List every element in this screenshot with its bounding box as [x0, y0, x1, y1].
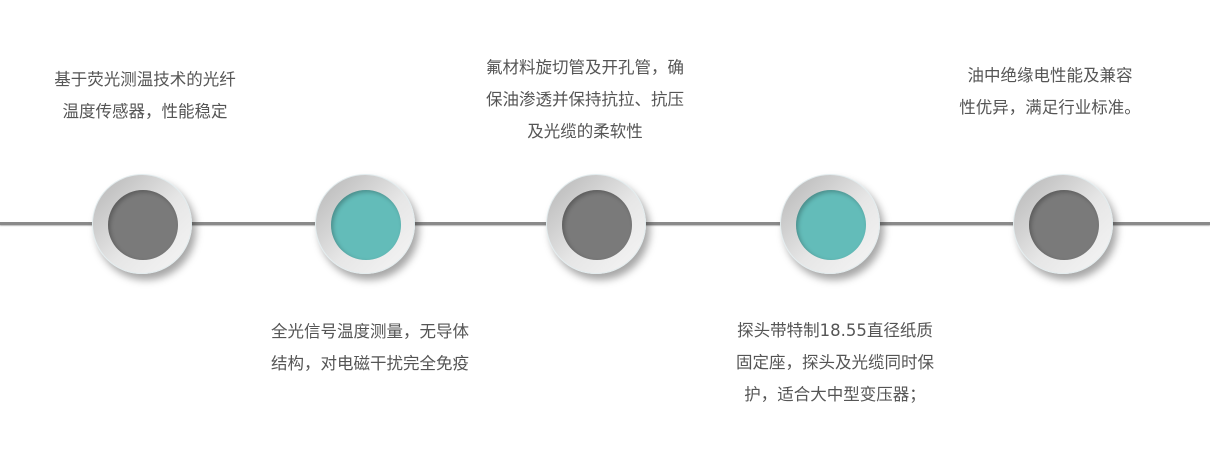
- node-dot-gray: [1029, 190, 1099, 260]
- timeline-node-4: [780, 174, 880, 274]
- caption-line: 全光信号温度测量，无导体: [271, 322, 469, 341]
- caption-line: 结构，对电磁干扰完全免疫: [271, 354, 469, 373]
- node-5-caption: 油中绝缘电性能及兼容 性优异，满足行业标准。: [925, 60, 1175, 124]
- timeline-node-1: [92, 174, 192, 274]
- caption-line: 性优异，满足行业标准。: [959, 98, 1141, 117]
- node-dot-gray: [562, 190, 632, 260]
- timeline-node-2: [315, 174, 415, 274]
- caption-line: 及光缆的柔软性: [527, 122, 643, 141]
- caption-line: 探头带特制18.55直径纸质: [737, 321, 933, 340]
- timeline-node-5: [1013, 174, 1113, 274]
- node-dot-teal: [796, 190, 866, 260]
- caption-line: 固定座，探头及光缆同时保: [736, 353, 934, 372]
- caption-line: 温度传感器，性能稳定: [62, 102, 228, 121]
- node-3-caption: 氟材料旋切管及开孔管，确 保油渗透并保持抗拉、抗压 及光缆的柔软性: [460, 52, 710, 148]
- caption-line: 基于荧光测温技术的光纤: [54, 70, 236, 89]
- node-dot-gray: [108, 190, 178, 260]
- node-dot-teal: [331, 190, 401, 260]
- node-1-caption: 基于荧光测温技术的光纤 温度传感器，性能稳定: [20, 64, 270, 128]
- caption-line: 氟材料旋切管及开孔管，确: [486, 58, 684, 77]
- timeline-node-3: [546, 174, 646, 274]
- caption-line: 保油渗透并保持抗拉、抗压: [486, 90, 684, 109]
- caption-line: 油中绝缘电性能及兼容: [967, 66, 1133, 85]
- node-4-caption: 探头带特制18.55直径纸质 固定座，探头及光缆同时保 护，适合大中型变压器；: [710, 315, 960, 411]
- node-2-caption: 全光信号温度测量，无导体 结构，对电磁干扰完全免疫: [245, 316, 495, 380]
- caption-line: 护，适合大中型变压器；: [744, 385, 926, 404]
